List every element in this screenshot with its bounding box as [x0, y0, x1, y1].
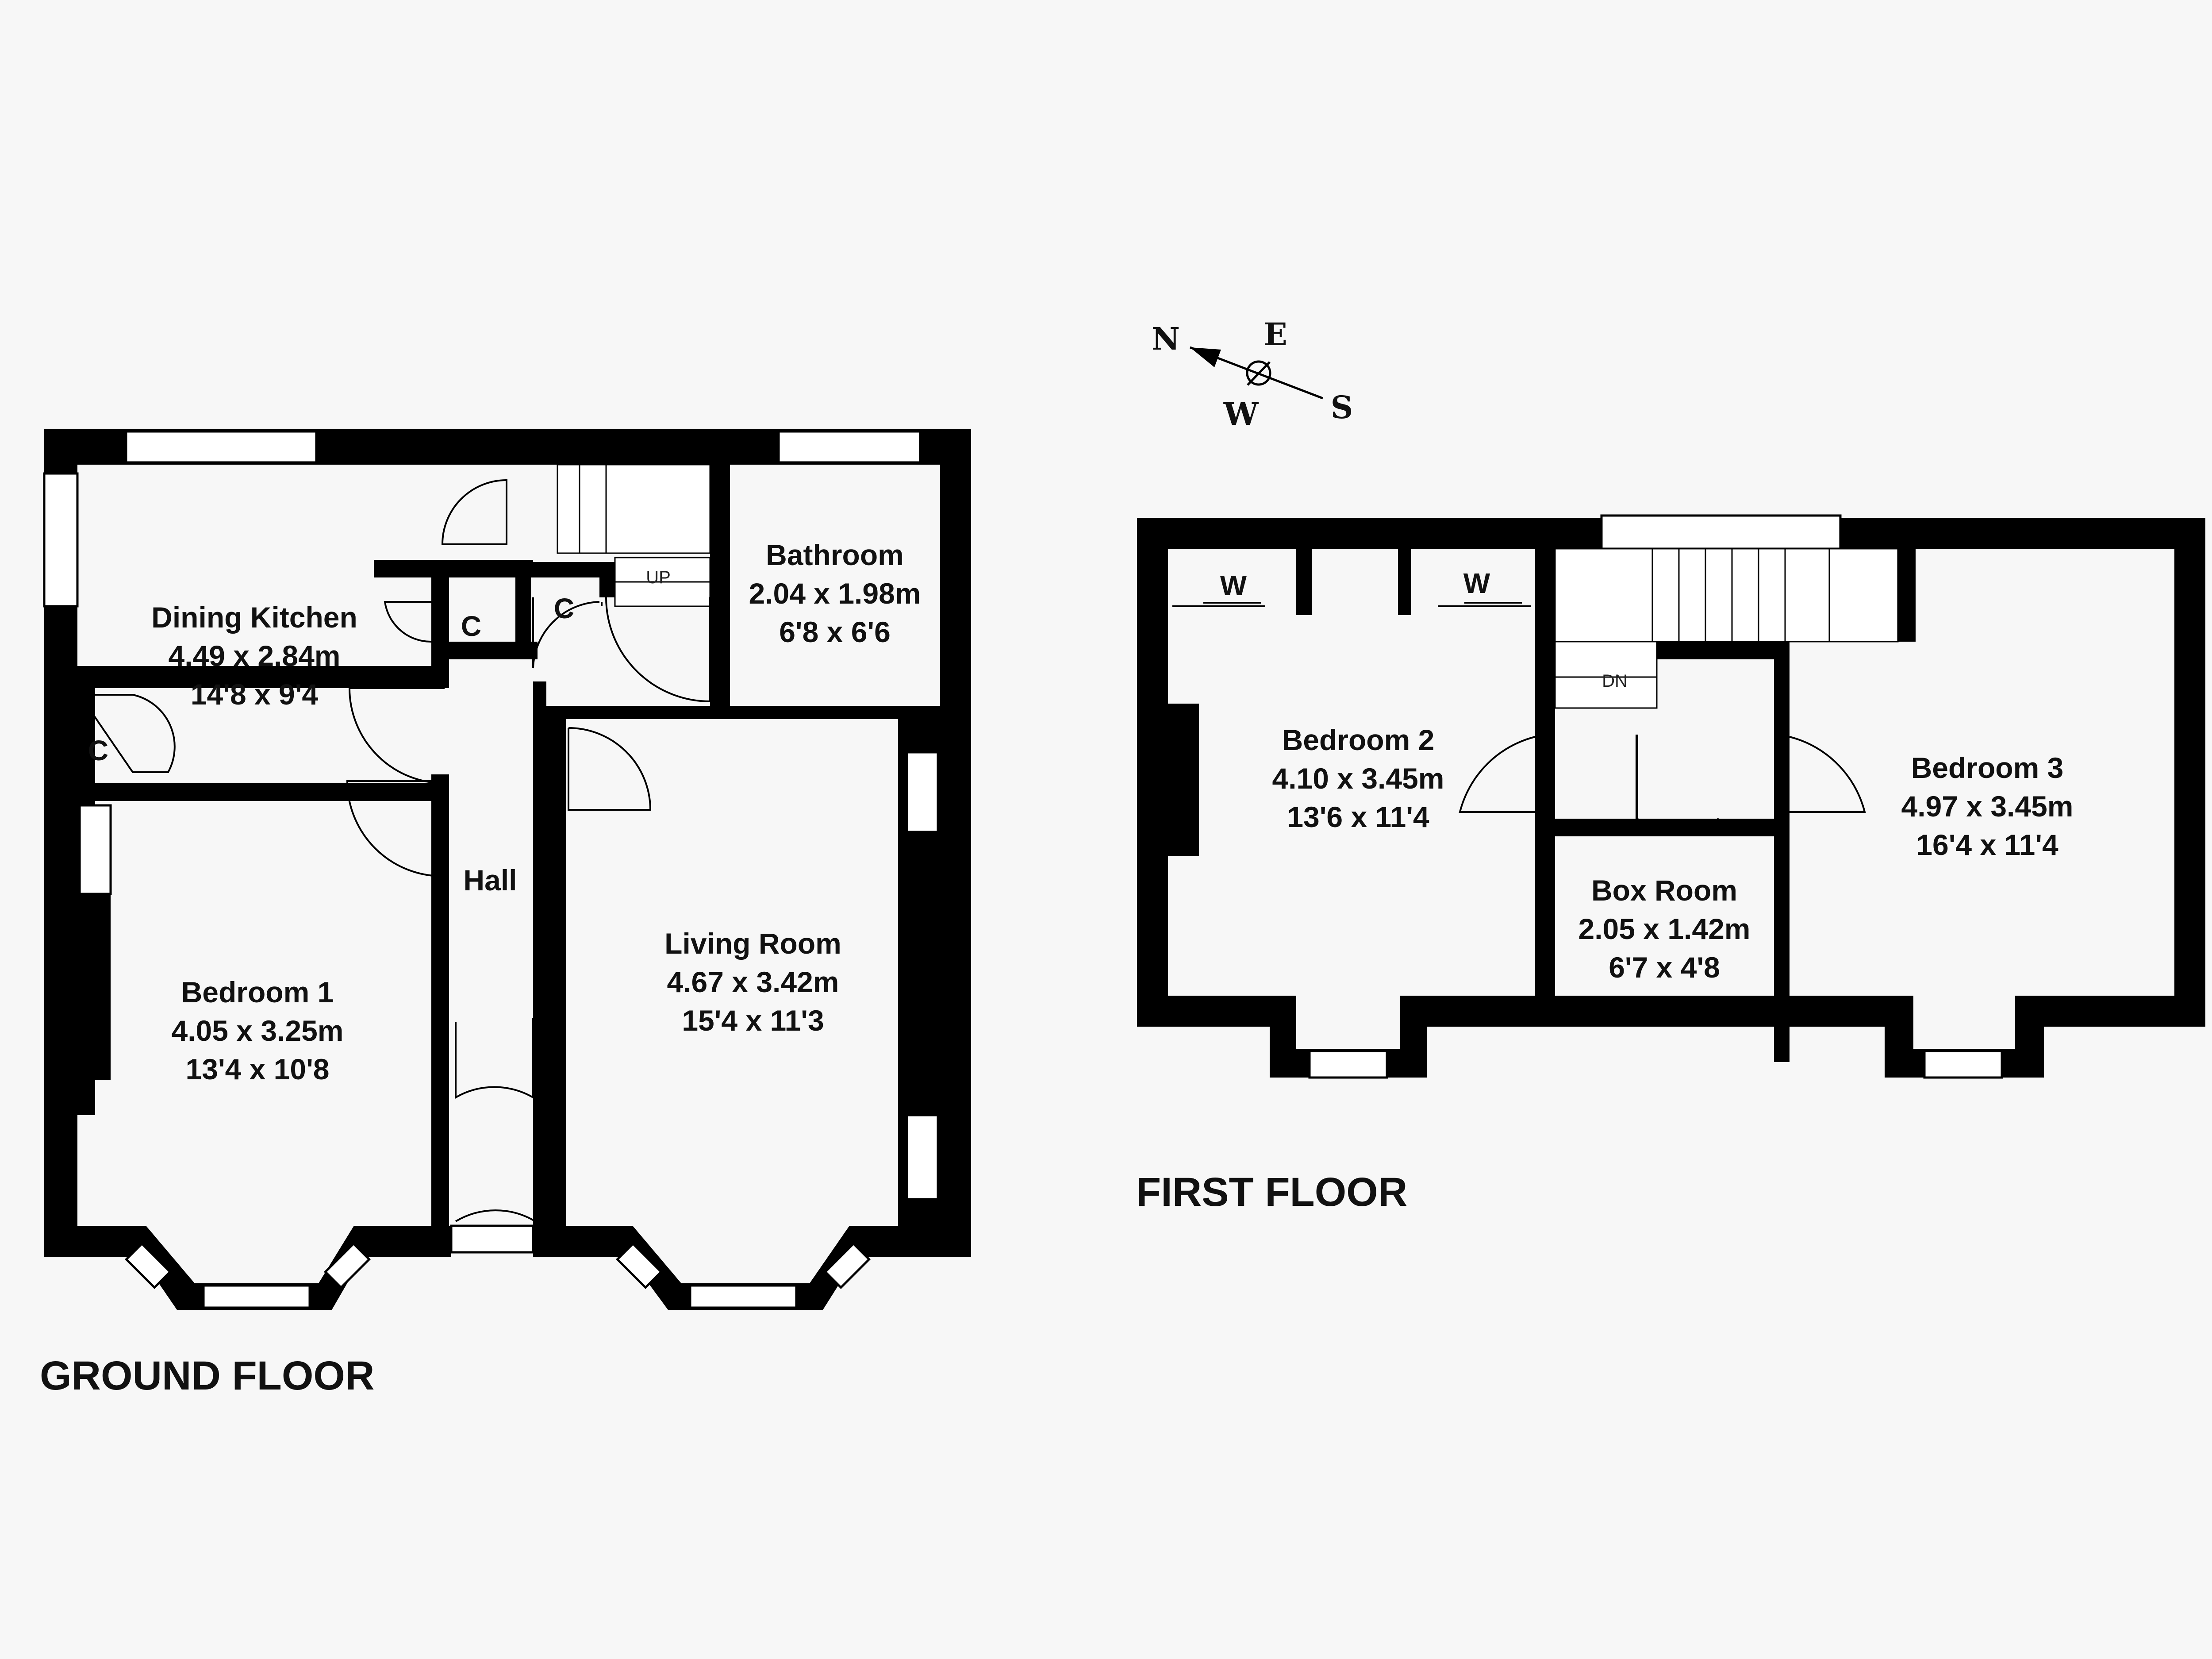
compass-west: W — [1223, 396, 1259, 432]
room-name: Box Room — [1591, 874, 1737, 907]
stair-up-label: UP — [646, 568, 671, 587]
room-imperial: 13'4 x 10'8 — [185, 1053, 329, 1085]
room-metric: 4.49 x 2.84m — [169, 639, 341, 672]
compass-north: N — [1152, 320, 1180, 357]
room-imperial: 6'8 x 6'6 — [779, 616, 891, 648]
room-name: Hall — [463, 864, 517, 897]
room-metric: 2.05 x 1.42m — [1578, 912, 1751, 945]
room-metric: 4.67 x 3.42m — [667, 966, 839, 998]
room-metric: 2.04 x 1.98m — [749, 577, 921, 610]
first-stairs — [1554, 548, 1899, 709]
ground-doors — [78, 479, 711, 1223]
compass-rose: N E S W — [1152, 316, 1353, 432]
room-metric: 4.05 x 3.25m — [172, 1014, 344, 1047]
first-floor-title: FIRST FLOOR — [1136, 1170, 1407, 1215]
compass-east: E — [1263, 316, 1287, 353]
first-floor-plan: DN Bedroom 2 4.10 x 3.45m 13'6 x 11'4 Be… — [1136, 514, 2205, 1215]
stair-down-label: DN — [1602, 671, 1628, 691]
room-metric: 4.97 x 3.45m — [1901, 790, 2074, 823]
room-imperial: 15'4 x 11'3 — [682, 1004, 824, 1037]
room-name: Living Room — [664, 927, 841, 960]
ground-stairs — [557, 464, 711, 607]
cupboard-label: C — [88, 735, 108, 766]
room-imperial: 13'6 x 11'4 — [1287, 801, 1429, 833]
room-metric: 4.10 x 3.45m — [1272, 762, 1444, 795]
room-name: Dining Kitchen — [151, 601, 357, 634]
compass-south: S — [1331, 389, 1353, 426]
room-imperial: 14'8 x 9'4 — [191, 678, 319, 711]
room-name: Bedroom 1 — [181, 976, 334, 1008]
room-name: Bedroom 2 — [1282, 724, 1435, 756]
room-imperial: 16'4 x 11'4 — [1916, 828, 2058, 861]
wardrobe-label: W — [1463, 567, 1490, 599]
cupboard-label: C — [461, 610, 481, 642]
first-doors — [1459, 735, 1866, 831]
wardrobe-label: W — [1220, 570, 1247, 601]
cupboard-label: C — [554, 593, 574, 624]
room-imperial: 6'7 x 4'8 — [1609, 951, 1720, 984]
ground-floor-title: GROUND FLOOR — [40, 1353, 374, 1398]
room-name: Bedroom 3 — [1911, 751, 2064, 784]
room-name: Bathroom — [766, 539, 904, 571]
ground-floor-plan: UP Dining Kitchen 4.49 x 2.84m 14'8 x 9'… — [40, 429, 971, 1398]
